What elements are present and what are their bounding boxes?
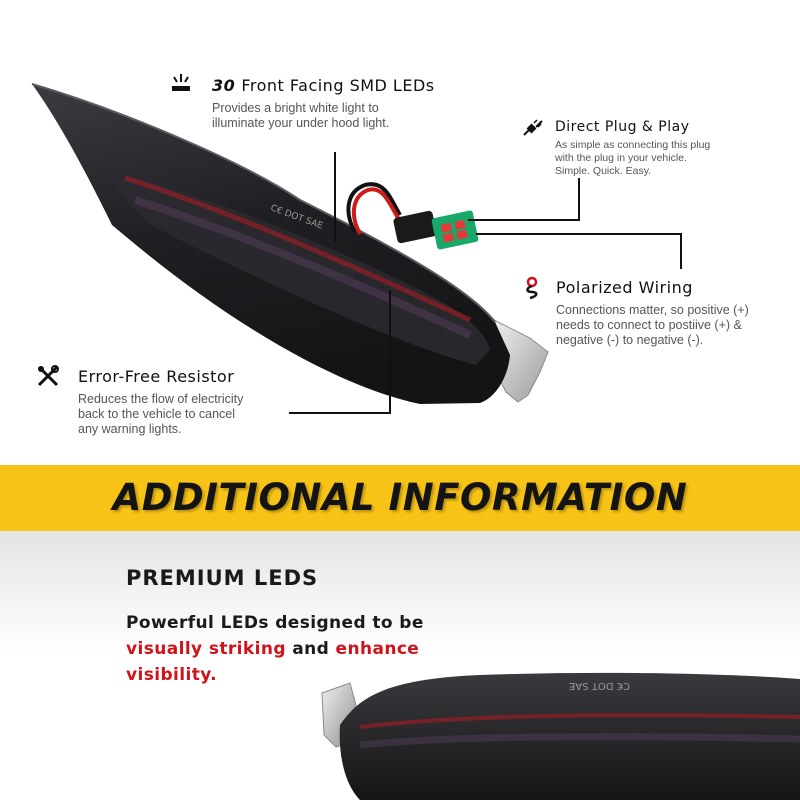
premium-line-1: Powerful LEDs designed to be — [126, 613, 424, 633]
tools-icon — [37, 365, 59, 387]
premium-line-2: visually striking and enhance — [126, 636, 424, 662]
feature-polarized-desc: Connections matter, so positive (+) need… — [556, 303, 749, 348]
leader-line-resistor-h — [289, 412, 391, 414]
premium-heading: PREMIUM LEDS — [126, 566, 319, 590]
feature-polarized-desc-line: Connections matter, so positive (+) — [556, 303, 749, 317]
wiring-icon — [526, 276, 538, 300]
leader-line-plug-v — [578, 178, 580, 220]
feature-error-free-resistor: Error-Free Resistor Reduces the flow of … — [78, 367, 243, 437]
feature-polarized-desc-line: negative (-) to negative (-). — [556, 333, 704, 347]
feature-polarized-desc-line: needs to connect to postiive (+) & — [556, 318, 742, 332]
premium-highlight-enhance: enhance — [335, 639, 420, 659]
dot-sae-label-bottom: C€ DOT SAE — [569, 680, 630, 691]
leader-line-smd — [334, 152, 336, 242]
premium-description: Powerful LEDs designed to be visually st… — [126, 610, 424, 688]
feature-resistor-title: Error-Free Resistor — [78, 367, 235, 386]
plug-icon — [523, 119, 543, 136]
leader-line-polar-v — [680, 233, 682, 269]
leader-line-polar-h — [476, 233, 682, 235]
premium-highlight-visually-striking: visually striking — [126, 639, 286, 659]
feature-plug-title: Direct Plug & Play — [555, 119, 690, 135]
feature-plug-desc-line: with the plug in your vehicle. — [555, 152, 687, 164]
feature-plug-desc-line: As simple as connecting this plug — [555, 139, 711, 151]
feature-polarized-wiring: Polarized Wiring Connections matter, so … — [556, 278, 749, 348]
feature-smd-desc-line: Provides a bright white light to — [212, 101, 379, 115]
feature-smd-count: 30 — [212, 76, 236, 95]
feature-plug-play: Direct Plug & Play As simple as connecti… — [555, 119, 710, 178]
feature-polarized-title: Polarized Wiring — [556, 278, 693, 297]
feature-smd-title: 30 Front Facing SMD LEDs — [212, 76, 435, 95]
feature-smd-desc-line: illuminate your under hood light. — [212, 116, 390, 130]
banner-background — [0, 465, 800, 531]
smoked-marker-light-bottom-image: C€ DOT SAE — [321, 672, 800, 800]
feature-resistor-desc-line: Reduces the flow of electricity — [78, 392, 244, 406]
feature-resistor-desc: Reduces the flow of electricity back to … — [78, 392, 243, 437]
feature-smd-leds: 30 Front Facing SMD LEDs Provides a brig… — [212, 76, 435, 131]
leader-line-resistor-v — [389, 290, 391, 414]
leader-line-plug-h — [468, 219, 580, 221]
premium-line-3: visibility. — [126, 665, 218, 685]
feature-resistor-desc-line: back to the vehicle to cancel — [78, 407, 236, 421]
feature-plug-desc: As simple as connecting this plug with t… — [555, 139, 710, 178]
feature-smd-desc: Provides a bright white light to illumin… — [212, 101, 435, 131]
light-icon — [172, 74, 190, 91]
feature-resistor-desc-line: any warning lights. — [78, 422, 182, 436]
premium-line-2-mid: and — [285, 639, 336, 659]
banner-title: ADDITIONAL INFORMATION — [112, 476, 688, 519]
feature-smd-title-text: Front Facing SMD LEDs — [241, 76, 435, 95]
feature-plug-desc-line: Simple. Quick. Easy. — [555, 165, 652, 177]
